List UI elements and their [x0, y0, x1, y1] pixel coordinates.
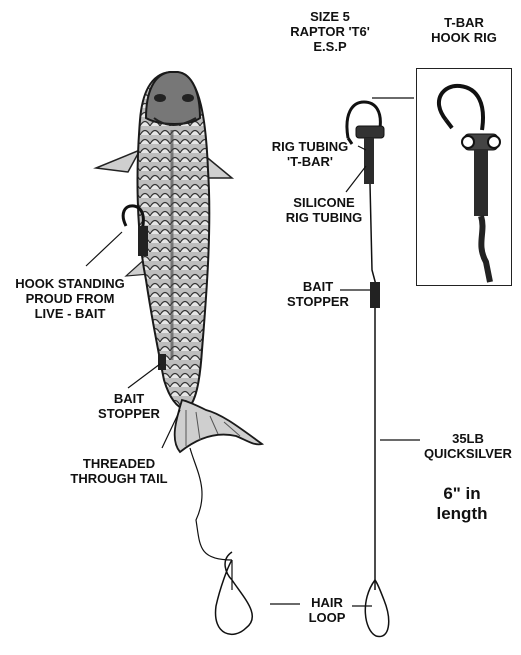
- fish-illustration: [96, 72, 262, 634]
- hook-size-label: SIZE 5 RAPTOR 'T6' E.S.P: [282, 10, 378, 55]
- line-type-label: 35LB QUICKSILVER: [420, 432, 516, 462]
- bait-stopper-icon: [370, 282, 380, 308]
- inset-title-label: T-BAR HOOK RIG: [414, 16, 514, 46]
- silicone-tubing-label: SILICONE RIG TUBING: [276, 196, 372, 226]
- threaded-through-tail-label: THREADED THROUGH TAIL: [56, 457, 182, 487]
- t-bar-tubing-icon: [356, 126, 384, 138]
- hook-standing-label: HOOK STANDING PROUD FROM LIVE - BAIT: [6, 277, 134, 322]
- hair-loop-label: HAIR LOOP: [302, 596, 352, 626]
- t-bar-inset-box: [416, 68, 512, 286]
- rig-tubing-label: RIG TUBING 'T-BAR': [264, 140, 356, 170]
- length-label: 6" in length: [412, 484, 512, 523]
- bait-stopper-left-label: BAIT STOPPER: [92, 392, 166, 422]
- hair-loop-icon: [365, 580, 388, 637]
- bait-stopper-right-label: BAIT STOPPER: [282, 280, 354, 310]
